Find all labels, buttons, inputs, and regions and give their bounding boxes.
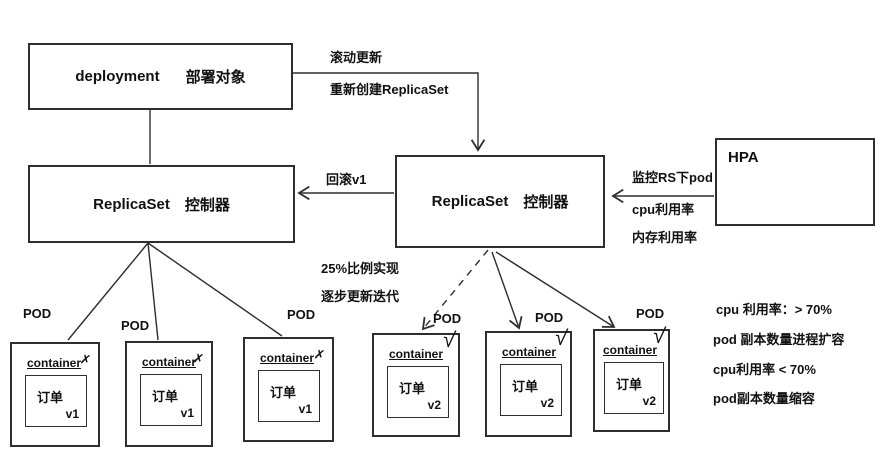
replicaset-v2-role: 控制器 [523,194,569,211]
app-name: 订单 [270,385,297,400]
pod-label: POD [121,318,150,333]
cross-mark-icon: ✗ [191,350,206,367]
container-box: 订单 v2 [387,366,449,418]
pod-v2-2: POD container √ 订单 v2 [485,310,572,437]
container-box: 订单 v1 [25,375,87,427]
pod-box: container ✗ 订单 v1 [243,337,334,442]
container-box: 订单 v1 [258,370,320,422]
app-version: v2 [642,394,656,408]
deployment-node: deployment 部署对象 [28,43,293,110]
pod-v1-2: POD container ✗ 订单 v1 [121,318,213,447]
app-name: 订单 [512,379,539,394]
container-box: 订单 v2 [500,364,562,416]
container-label: container [502,345,557,359]
app-name: 订单 [616,377,643,392]
rolling-note-line1: 25%比例实现 [321,261,400,276]
app-version: v1 [298,402,312,416]
app-version: v1 [65,407,79,421]
pod-box: container ✗ 订单 v1 [10,342,100,447]
container-box: 订单 v1 [140,374,202,426]
hpa-name: HPA [728,149,759,166]
hpa-cpu-label: cpu利用率 [632,202,695,217]
replicaset-v1-name: ReplicaSet [93,195,170,213]
pod-label: POD [535,310,564,325]
hpa-memory-label: 内存利用率 [632,230,698,245]
recreate-replicaset-label: 重新创建ReplicaSet [330,82,449,97]
rolling-note-line2: 逐步更新迭代 [321,289,400,304]
hpa-node: HPA [715,138,875,226]
pod-v1-1: POD container ✗ 订单 v1 [10,306,100,447]
pod-box: container ✗ 订单 v1 [125,341,213,447]
hpa-rule-line4: pod副本数量缩容 [713,391,815,406]
deployment-role: 部署对象 [185,69,246,86]
app-name: 订单 [152,389,179,404]
container-label: container [389,347,444,361]
app-version: v2 [427,398,441,412]
replicaset-v2-name: ReplicaSet [431,193,509,210]
container-label: container [142,355,197,369]
cross-mark-icon: ✗ [312,346,327,363]
pod-label: POD [636,306,665,321]
container-box: 订单 v2 [604,362,664,414]
rollback-label: 回滚v1 [326,172,367,187]
pod-v2-3: POD container √ 订单 v2 [593,306,670,432]
check-mark-icon: √ [651,322,667,349]
check-mark-icon: √ [553,324,569,351]
hpa-rule-line2: pod 副本数量进程扩容 [713,332,845,347]
container-label: container [260,351,315,365]
app-version: v1 [180,406,194,420]
replicaset-v2-node: ReplicaSet 控制器 [395,155,605,248]
pod-label: POD [433,311,462,326]
pod-box: container √ 订单 v2 [593,322,670,432]
replicaset-v1-role: 控制器 [184,196,230,214]
pod-v2-1: POD container √ 订单 v2 [372,311,461,437]
hpa-monitor-label: 监控RS下pod [632,170,713,185]
app-name: 订单 [399,381,426,396]
pod-box: container √ 订单 v2 [485,324,572,437]
rolling-update-label: 滚动更新 [330,50,383,65]
replicaset-v1-node: ReplicaSet 控制器 [28,165,295,243]
pod-v1-3: POD container ✗ 订单 v1 [243,307,334,442]
hpa-rule-line3: cpu利用率 < 70% [713,362,816,377]
pod-label: POD [287,307,316,322]
container-label: container [603,343,658,357]
deployment-name: deployment [75,68,160,85]
pod-box: container √ 订单 v2 [372,326,460,437]
check-mark-icon: √ [441,326,457,353]
cross-mark-icon: ✗ [78,351,93,368]
app-version: v2 [540,396,554,410]
pod-label: POD [23,306,52,321]
container-label: container [27,356,82,370]
hpa-rule-line1: cpu 利用率：> 70% [716,302,832,317]
app-name: 订单 [37,390,64,405]
